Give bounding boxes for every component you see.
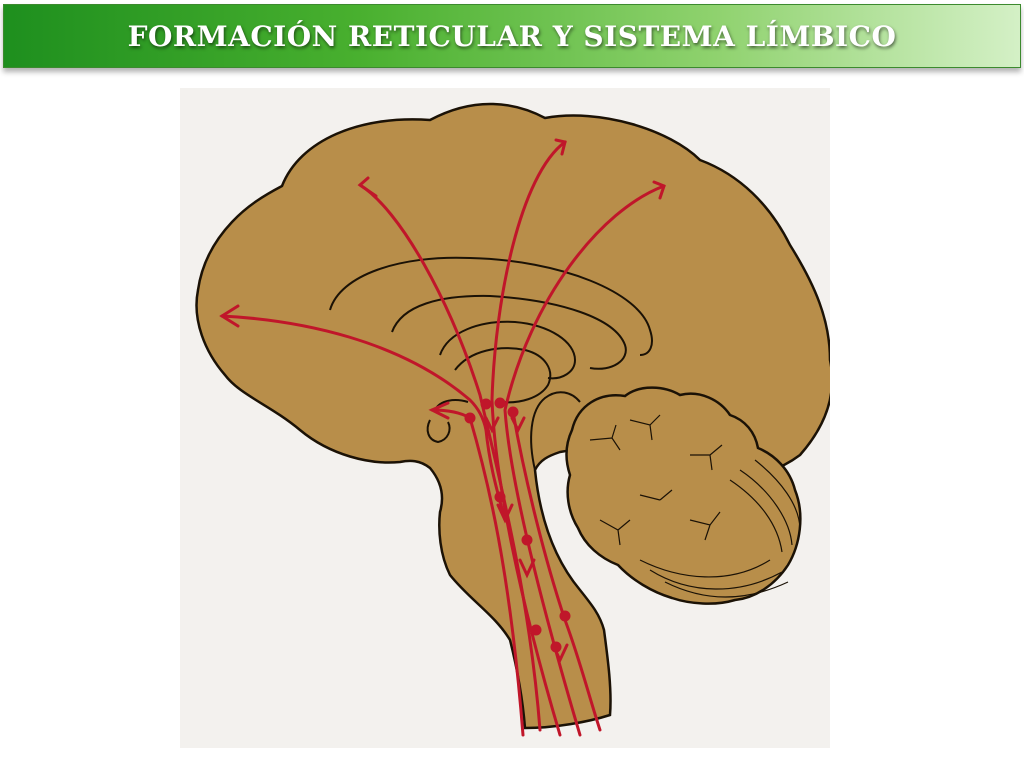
fornix — [439, 320, 577, 380]
nucleus-dot — [530, 624, 542, 636]
pathway-1 — [220, 314, 488, 432]
reticular-pathways — [220, 140, 666, 737]
arrowhead-2 — [357, 176, 378, 198]
pathway-3 — [490, 140, 567, 737]
reticular-nuclei — [464, 397, 571, 653]
cingulate-arch — [391, 294, 627, 370]
arrowhead-1 — [219, 304, 240, 328]
limbic-structures — [329, 256, 653, 471]
thalamus-outline — [454, 347, 552, 404]
nucleus-dot — [464, 412, 476, 424]
arrowhead-9 — [484, 416, 500, 434]
title-bar: FORMACIÓN RETICULAR Y SISTEMA LÍMBICO — [3, 4, 1021, 68]
pathway-arrowheads — [219, 138, 666, 664]
pathway-6 — [468, 416, 525, 737]
arrowhead-7 — [518, 558, 536, 579]
arrowhead-5 — [428, 401, 450, 420]
pathway-4 — [503, 184, 666, 737]
nucleus-dot — [494, 397, 506, 409]
cerebellum — [565, 386, 802, 605]
cerebellum-folia — [589, 414, 801, 598]
arrowhead-3 — [554, 138, 567, 156]
brain-diagram — [195, 102, 830, 737]
slide-title: FORMACIÓN RETICULAR Y SISTEMA LÍMBICO — [127, 19, 897, 53]
brainstem-edge — [530, 391, 581, 471]
arrowhead-6 — [496, 503, 514, 524]
nucleus-dot — [480, 398, 492, 410]
pathway-7 — [511, 410, 602, 732]
nucleus-dot — [521, 534, 533, 546]
mammillary — [426, 419, 451, 444]
nucleus-dot — [507, 406, 519, 418]
nucleus-dot — [550, 641, 562, 653]
corpus-callosum — [329, 256, 653, 356]
arrowhead-10 — [510, 416, 526, 434]
nucleus-dot — [559, 610, 571, 622]
nucleus-dot — [494, 491, 506, 503]
arrowhead-4 — [652, 180, 666, 200]
